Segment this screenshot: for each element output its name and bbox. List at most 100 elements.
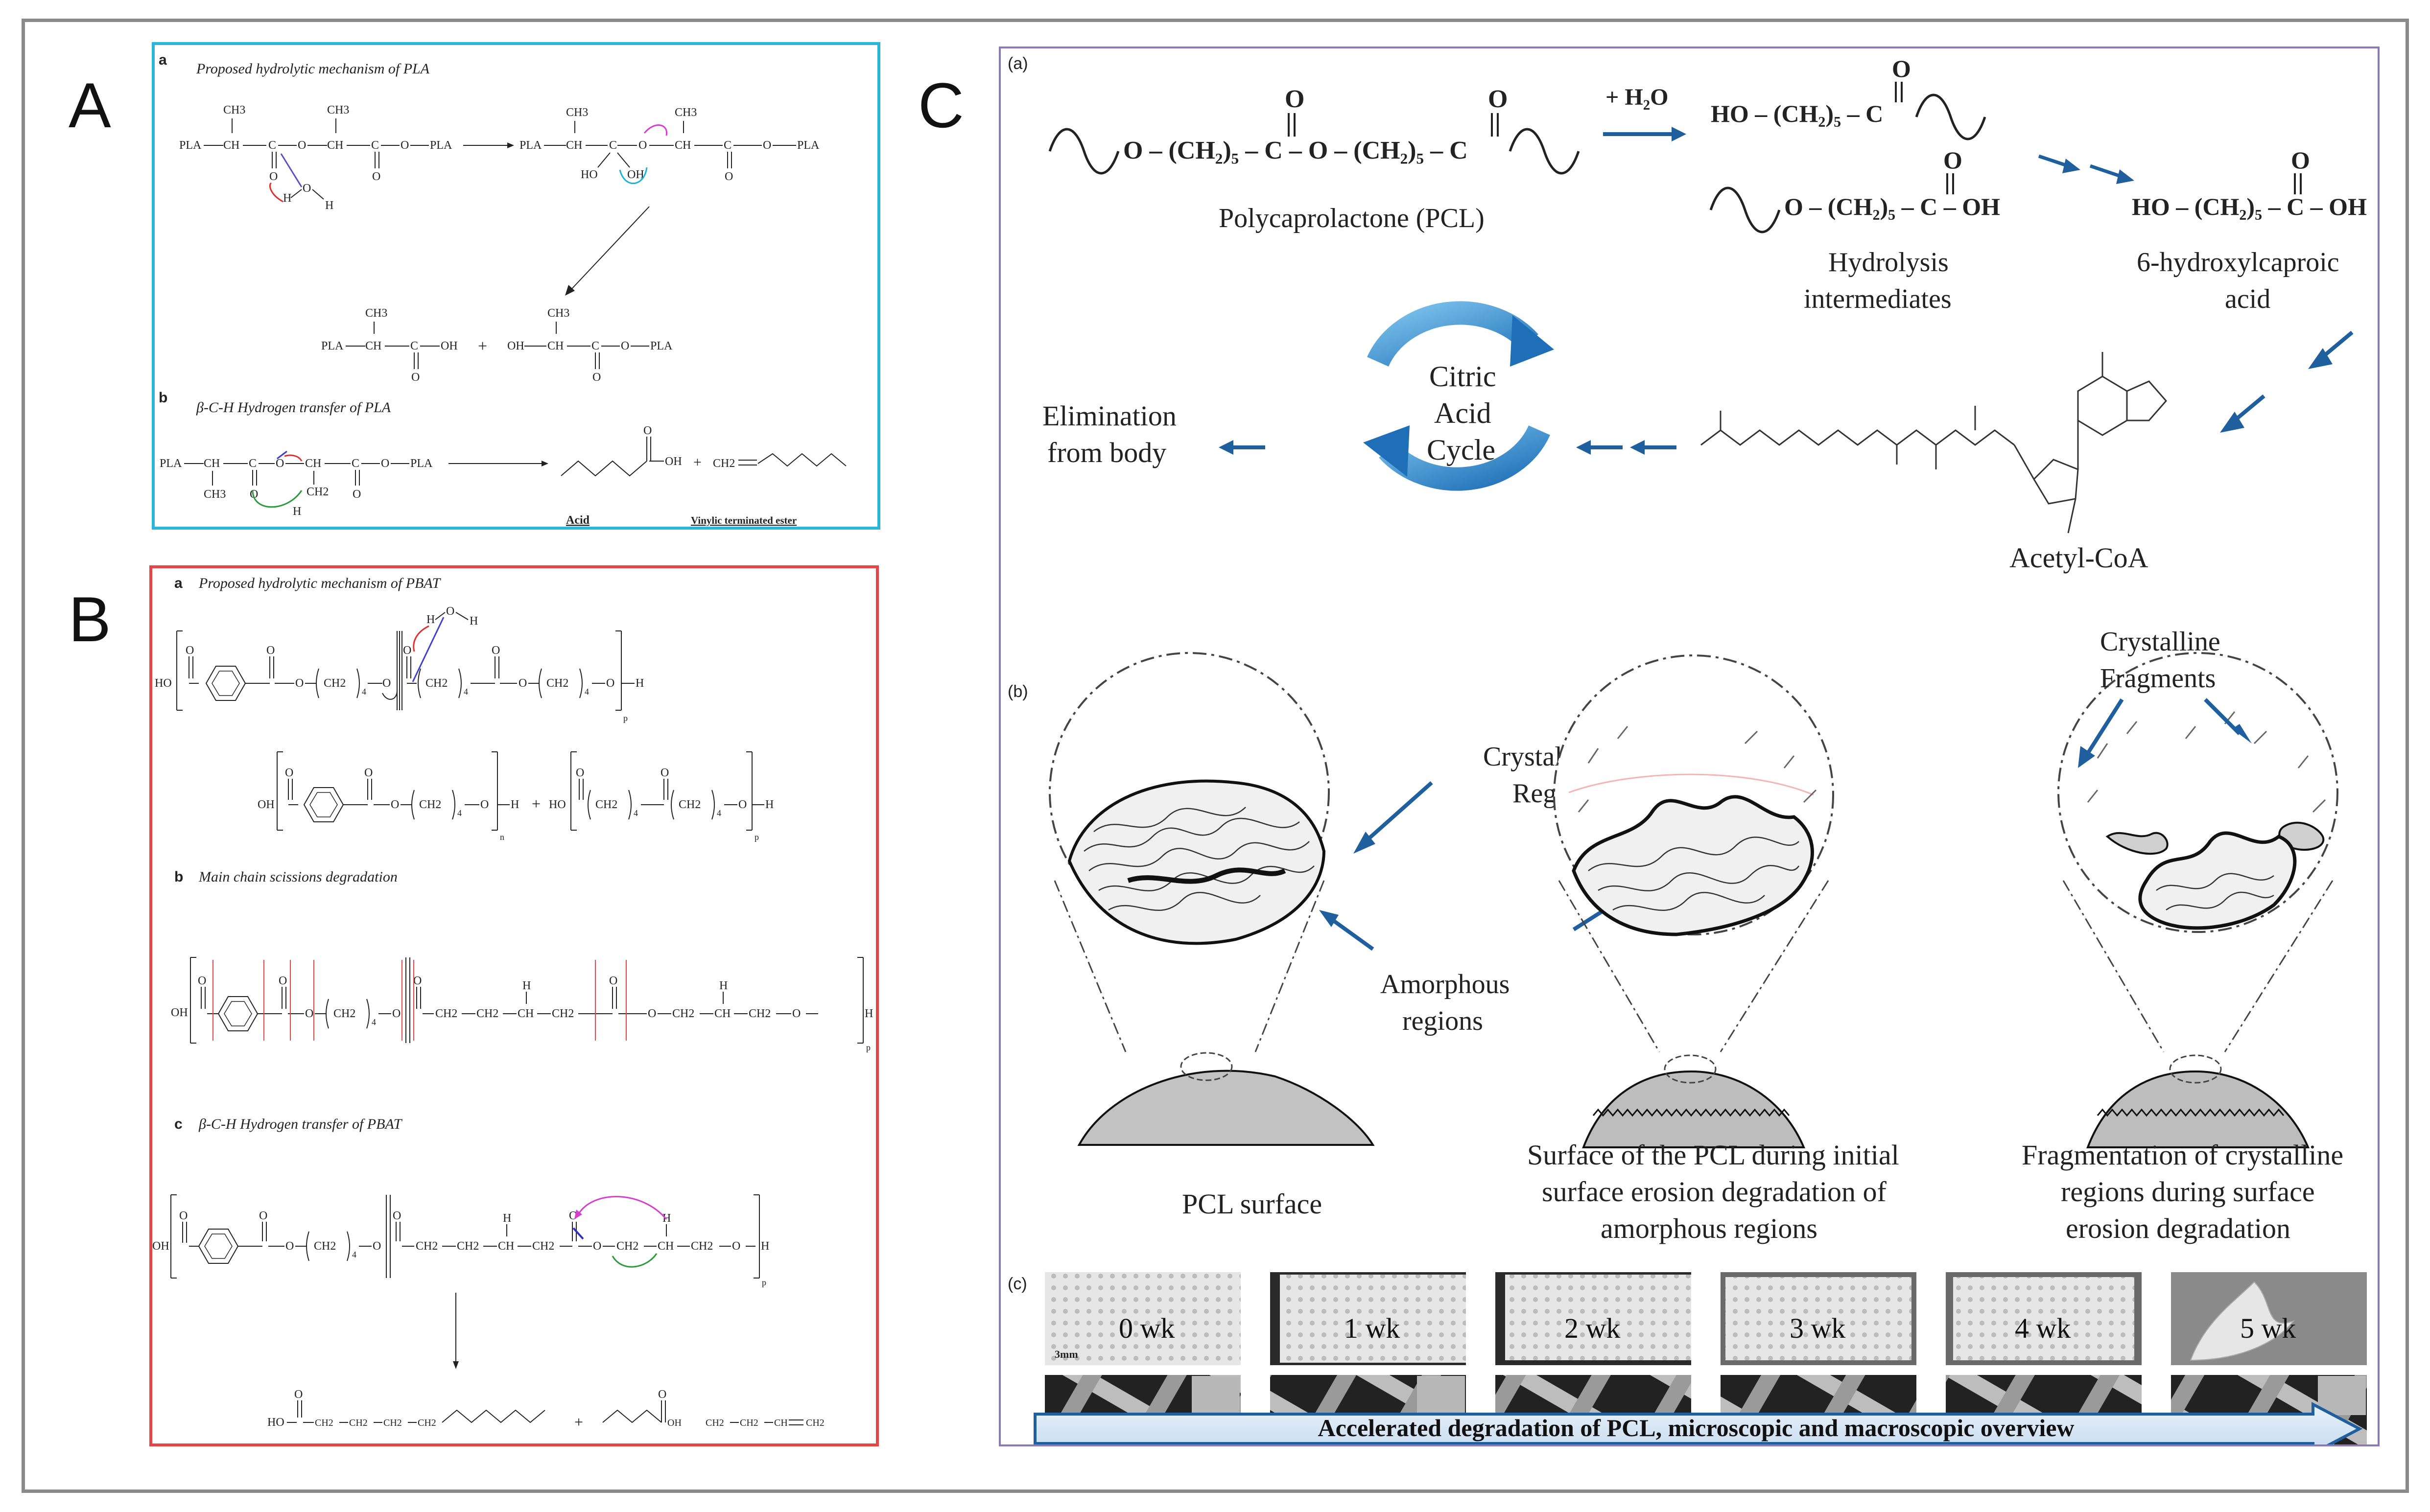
svg-text:O: O xyxy=(446,605,454,618)
svg-text:H: H xyxy=(761,1240,769,1253)
svg-text:CH: CH xyxy=(658,1240,674,1253)
svg-text:O: O xyxy=(648,1007,656,1020)
svg-text:O: O xyxy=(725,170,733,183)
svg-text:O: O xyxy=(285,767,293,779)
svg-text:CH: CH xyxy=(204,457,220,470)
svg-text:CH: CH xyxy=(305,457,321,470)
svg-text:O: O xyxy=(381,457,389,470)
svg-text:Citric: Citric xyxy=(1429,360,1496,393)
magnifier-initial-erosion xyxy=(1553,654,1834,1148)
svg-text:O: O xyxy=(179,1210,188,1222)
svg-text:O: O xyxy=(393,1210,401,1222)
svg-text:O: O xyxy=(792,1007,801,1020)
svg-text:O: O xyxy=(364,767,373,779)
pla-a-title: Proposed hydrolytic mechanism of PLA xyxy=(196,61,430,77)
elimination-text: Elimination xyxy=(1042,400,1177,432)
pcl-formula: O – (CH₂)₅ – C – O – (CH₂)₅ – C xyxy=(1123,137,1468,164)
svg-text:Crystalline: Crystalline xyxy=(2100,627,2220,657)
svg-text:Cycle: Cycle xyxy=(1427,434,1495,466)
svg-text:HO – (CH₂)₅ – C – OH: HO – (CH₂)₅ – C – OH xyxy=(2132,193,2367,220)
degradation-arrow xyxy=(1034,1402,2363,1444)
svg-text:Hydrolysis: Hydrolysis xyxy=(1828,247,1949,278)
svg-text:CH2: CH2 xyxy=(307,486,329,498)
svg-text:O: O xyxy=(1488,85,1508,113)
letter-c: C xyxy=(918,70,964,141)
svg-text:CH2: CH2 xyxy=(418,1418,436,1428)
svg-text:O: O xyxy=(732,1240,740,1253)
pla-b-label: b xyxy=(159,390,167,406)
svg-text:O: O xyxy=(305,1007,313,1020)
svg-text:4: 4 xyxy=(634,808,638,818)
svg-text:erosion degradation: erosion degradation xyxy=(2066,1212,2290,1244)
svg-text:H: H xyxy=(503,1212,511,1225)
svg-text:O: O xyxy=(259,1210,267,1222)
svg-text:Fragments: Fragments xyxy=(2100,663,2216,694)
magnifier-pcl-surface xyxy=(1049,652,1375,1146)
svg-text:H: H xyxy=(865,1007,873,1020)
vinyl-label: Vinylic terminated ester xyxy=(691,514,797,526)
week-label: 0 wk xyxy=(1119,1312,1175,1344)
svg-text:H: H xyxy=(511,798,519,811)
svg-text:CH3: CH3 xyxy=(327,104,349,116)
svg-text:CH2: CH2 xyxy=(672,1007,694,1020)
svg-text:H: H xyxy=(636,677,644,690)
pla-text: PLA xyxy=(179,139,202,152)
svg-text:4: 4 xyxy=(585,687,589,697)
letter-a: A xyxy=(69,70,111,141)
svg-text:O: O xyxy=(569,1210,577,1222)
svg-text:CH2: CH2 xyxy=(425,677,448,690)
svg-text:OH: OH xyxy=(171,1006,188,1019)
svg-text:H: H xyxy=(293,505,301,518)
svg-text:CH2: CH2 xyxy=(806,1418,825,1428)
svg-text:CH3: CH3 xyxy=(365,307,387,320)
svg-text:CH3: CH3 xyxy=(547,307,569,320)
svg-text:O: O xyxy=(276,457,284,470)
svg-text:PLA: PLA xyxy=(650,340,673,352)
svg-text:CH: CH xyxy=(365,340,381,352)
svg-text:CH3: CH3 xyxy=(223,104,245,116)
week-label: 5 wk xyxy=(2240,1312,2296,1344)
svg-text:4: 4 xyxy=(352,1250,356,1259)
svg-text:+: + xyxy=(693,454,702,470)
svg-text:CH3: CH3 xyxy=(204,488,226,501)
svg-text:O: O xyxy=(353,488,361,501)
svg-text:H: H xyxy=(719,979,728,992)
svg-text:CH: CH xyxy=(498,1240,514,1253)
svg-text:CH3: CH3 xyxy=(675,106,697,119)
svg-text:O: O xyxy=(403,644,411,657)
svg-text:Fragmentation of crystalline: Fragmentation of crystalline xyxy=(2022,1139,2343,1171)
svg-text:CH: CH xyxy=(566,139,582,152)
svg-text:O: O xyxy=(480,798,489,811)
week-label: 3 wk xyxy=(1790,1312,1846,1344)
svg-text:O: O xyxy=(2291,146,2310,174)
svg-text:+: + xyxy=(574,1413,583,1431)
svg-text:amorphous regions: amorphous regions xyxy=(1601,1212,1817,1244)
svg-text:OH: OH xyxy=(667,1418,682,1428)
svg-text:O: O xyxy=(392,1007,401,1020)
svg-text:H: H xyxy=(426,613,435,626)
svg-text:CH2: CH2 xyxy=(419,798,441,811)
pcl-b-label: (b) xyxy=(1008,682,1028,701)
svg-text:CH: CH xyxy=(714,1007,731,1020)
svg-text:CH2: CH2 xyxy=(595,798,617,811)
svg-text:H: H xyxy=(765,798,774,811)
macro-photos xyxy=(1045,1272,2367,1365)
plus-water: + H₂O xyxy=(1605,84,1668,110)
svg-text:4: 4 xyxy=(372,1017,376,1027)
svg-text:O: O xyxy=(295,677,304,690)
pbat-b-title: Main chain scissions degradation xyxy=(198,869,398,885)
svg-text:O: O xyxy=(401,139,409,152)
svg-text:H: H xyxy=(522,979,531,992)
svg-text:O: O xyxy=(661,767,669,779)
svg-text:O: O xyxy=(738,798,747,811)
svg-text:O: O xyxy=(1892,55,1911,82)
panel-b-pbat: a Proposed hydrolytic mechanism of PBAT … xyxy=(149,565,879,1446)
svg-text:CH2: CH2 xyxy=(532,1240,554,1253)
svg-text:CH: CH xyxy=(518,1007,534,1020)
degradation-arrow-text: Accelerated degradation of PCL, microsco… xyxy=(1318,1414,2074,1442)
svg-text:C: C xyxy=(609,139,617,152)
svg-text:O: O xyxy=(606,677,614,690)
svg-text:PLA: PLA xyxy=(519,139,542,152)
pcl-a-label: (a) xyxy=(1008,54,1028,73)
svg-text:O: O xyxy=(285,1240,294,1253)
